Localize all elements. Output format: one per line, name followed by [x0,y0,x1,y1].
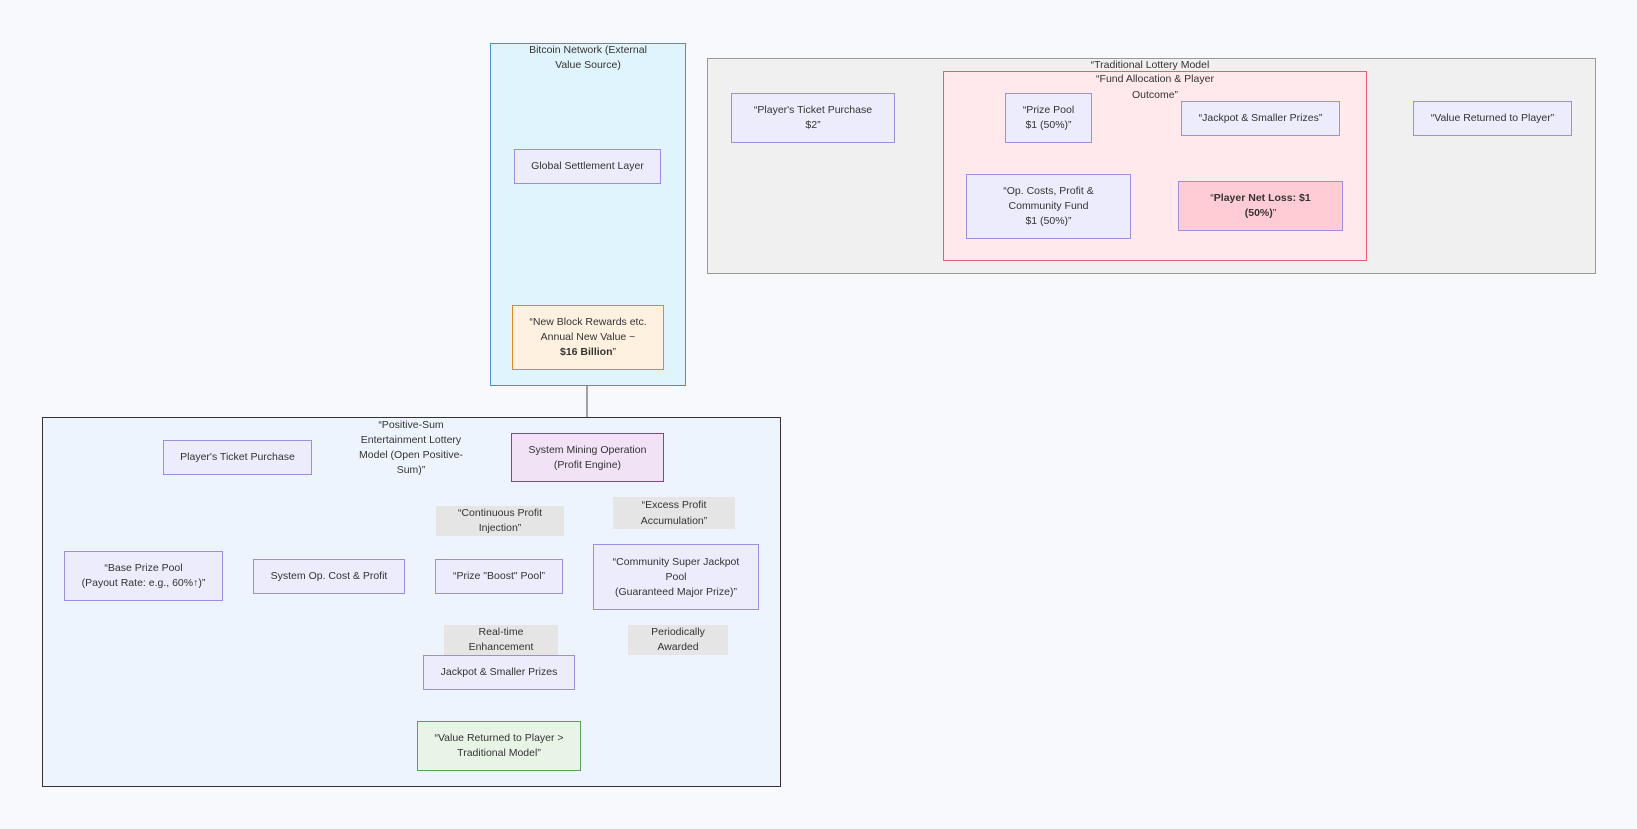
edge-label-continuous: “Continuous Profit Injection” [436,506,564,536]
edge-label-excess: “Excess Profit Accumulation” [613,497,735,529]
trad-prize-pool-node[interactable]: “Prize Pool $1 (50%)” [1005,93,1092,143]
system-op-cost-node[interactable]: System Op. Cost & Profit [253,559,405,594]
trad-ticket-purchase-node[interactable]: “Player's Ticket Purchase $2” [731,93,895,143]
edge-label-realtime: Real-time Enhancement [444,625,558,655]
system-mining-node[interactable]: System Mining Operation (Profit Engine) [511,433,664,482]
edge-label-periodic: Periodically Awarded [628,625,728,655]
prize-boost-pool-node[interactable]: “Prize "Boost" Pool” [435,559,563,594]
ps-jackpot-node[interactable]: Jackpot & Smaller Prizes [423,655,575,690]
ps-value-returned-node[interactable]: “Value Returned to Player > Traditional … [417,721,581,771]
base-prize-pool-node[interactable]: “Base Prize Pool (Payout Rate: e.g., 60%… [64,551,223,601]
player-net-loss-node[interactable]: “Player Net Loss: $1 (50%)” [1178,181,1343,231]
bitcoin-network-title: Bitcoin Network (External Value Source) [529,44,647,71]
fund-allocation-title: “Fund Allocation & Player Outcome” [1096,73,1214,101]
community-super-jackpot-node[interactable]: “Community Super Jackpot Pool (Guarantee… [593,544,759,610]
trad-op-costs-node[interactable]: “Op. Costs, Profit & Community Fund $1 (… [966,174,1131,239]
ps-ticket-purchase-node[interactable]: Player's Ticket Purchase [163,440,312,475]
trad-value-returned-node[interactable]: “Value Returned to Player” [1413,101,1572,136]
global-settlement-node[interactable]: Global Settlement Layer [514,149,661,184]
positive-sum-title: “Positive-Sum Entertainment Lottery Mode… [359,419,463,476]
new-block-rewards-node[interactable]: “New Block Rewards etc. Annual New Value… [512,305,664,370]
trad-jackpot-node[interactable]: “Jackpot & Smaller Prizes” [1181,101,1340,136]
traditional-lottery-title: “Traditional Lottery Model [1090,59,1210,71]
